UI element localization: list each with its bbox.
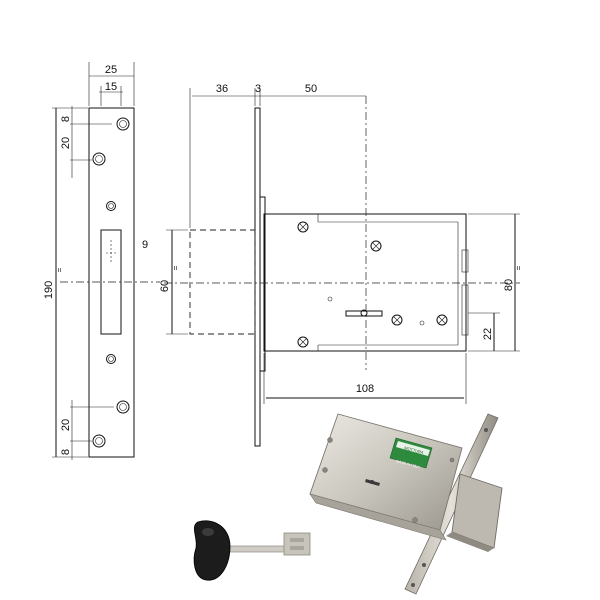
side-faceplate: [254, 107, 261, 447]
case-screw-2: [370, 240, 382, 252]
lock-photo: MOTTURA MADE IN ITALY: [309, 413, 503, 595]
photo-label-code: MADE IN ITALY: [396, 459, 422, 469]
dim-bolt-height: 60: [159, 280, 171, 292]
faceplate-outline: [88, 107, 135, 458]
bolt-throw-outline: [189, 229, 256, 335]
faceplate-front-view: 25 15 190 = 8 20 20 8 9: [43, 62, 160, 460]
photo-case: [309, 413, 463, 531]
faceplate-hole-top-1: [116, 117, 130, 131]
faceplate-hole-bottom-2: [116, 400, 130, 414]
case-screw-3: [297, 336, 309, 348]
svg-text:=: =: [514, 265, 523, 270]
dim-case-height: 80: [503, 279, 515, 291]
key-shaft: [227, 545, 291, 553]
svg-text:=: =: [55, 267, 64, 272]
dim-bottom-hole-spacing: 20: [60, 419, 72, 431]
key-bit: [283, 532, 311, 556]
dim-case-depth: 50: [305, 83, 317, 95]
dim-faceplate-slot: 15: [105, 81, 117, 93]
photo-label-brand: MOTTURA: [404, 445, 425, 455]
svg-text:=: =: [171, 265, 180, 270]
dim-bottom-hole-offset: 8: [60, 449, 72, 455]
case-screw-4: [391, 314, 403, 326]
dim-plate-thickness: 3: [255, 83, 261, 95]
lock-case: [263, 213, 467, 352]
dim-keyhole-offset: 22: [482, 328, 494, 340]
dim-faceplate-width: 25: [105, 64, 117, 76]
faceplate-hole-bottom-1: [92, 434, 106, 448]
case-screw-5: [436, 314, 448, 326]
case-screw-1: [297, 221, 309, 233]
dim-slot: 9: [142, 239, 148, 251]
key-grip: [193, 520, 231, 581]
dim-top-hole-offset: 8: [60, 116, 72, 122]
faceplate-hole-top-2: [92, 152, 106, 166]
dim-backset: 36: [216, 83, 228, 95]
dim-case-length: 108: [356, 383, 374, 395]
dim-top-hole-spacing: 20: [60, 137, 72, 149]
faceplate-hole-top-3: [106, 201, 116, 211]
keyhole: [345, 309, 383, 317]
lock-side-view: 36 3 50 60 = 80 = 22 108: [159, 83, 523, 447]
key-photo: [193, 520, 311, 581]
faceplate-hole-bottom-3: [106, 354, 116, 364]
dim-faceplate-height: 190: [43, 281, 55, 299]
